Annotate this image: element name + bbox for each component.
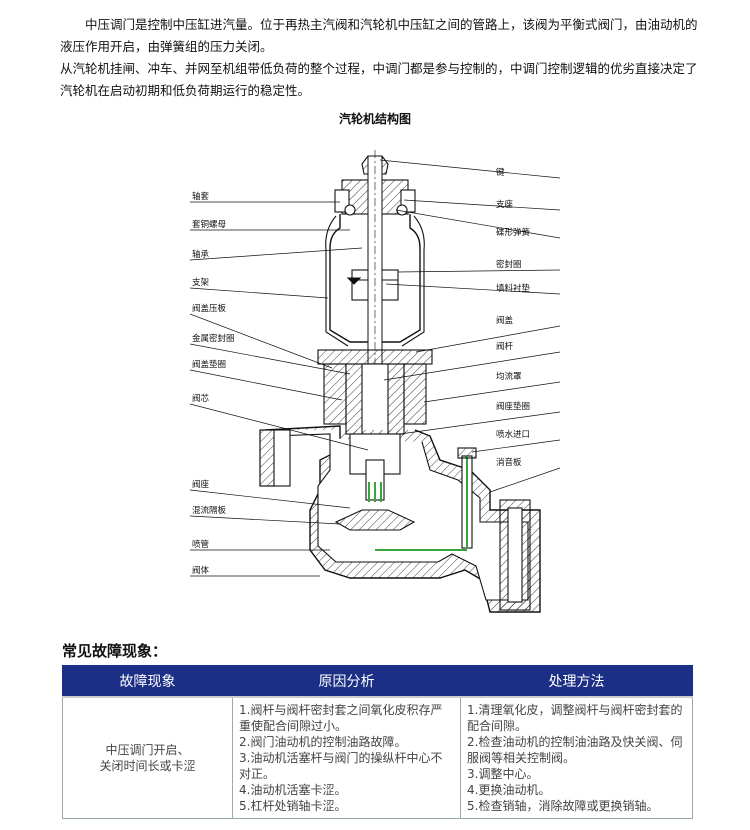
header-symptom: 故障现象: [62, 665, 233, 698]
header-remedy: 处理方法: [460, 665, 693, 698]
intro-paragraph-1: 中压调门是控制中压缸进汽量。位于再热主汽阀和汽轮机中压缸之间的管路上，该阀为平衡…: [60, 17, 698, 54]
figure-title: 汽轮机结构图: [338, 112, 411, 126]
cause-item: 4.油动机活塞卡涩。: [239, 783, 347, 797]
cause-item: 2.阀门油动机的控制油路故障。: [239, 735, 407, 749]
intro-paragraph-2: 从汽轮机挂闸、冲车、并网至机组带低负荷的整个过程，中调门都是参与控制的，中调门控…: [60, 61, 698, 98]
label-right-10: 消音板: [496, 457, 522, 468]
fault-table-header: 故障现象 原因分析 处理方法: [62, 665, 693, 698]
diagram-labels-left: 轴套 套铜螺母 轴承 支架 阀盖压板 金属密封圈 阀盖垫圈 阀芯 阀座 混流隔板…: [192, 191, 235, 576]
intro-text: 中压调门是控制中压缸进汽量。位于再热主汽阀和汽轮机中压缸之间的管路上，该阀为平衡…: [60, 14, 700, 102]
label-right-0: 键: [496, 167, 505, 178]
remedy-item: 5.检查销轴，消除故障或更换销轴。: [467, 799, 659, 813]
leader-lines: [190, 159, 560, 577]
remedy-item: 1.清理氧化皮，调整阀杆与阀杆密封套的配合间隙。: [467, 703, 683, 733]
cause-item: 1.阀杆与阀杆密封套之间氧化皮积存严重使配合间隙过小。: [239, 703, 443, 733]
diagram-labels-right: 键 支座 碟形弹簧 密封圈 填料衬垫 阀盖 阀杆 均流罩 阀座垫圈 喷水进口 消…: [496, 167, 531, 468]
label-right-7: 均流罩: [496, 371, 522, 382]
fault-section-title: 常见故障现象：: [62, 642, 168, 660]
label-right-3: 密封圈: [496, 259, 522, 270]
remedy-item: 3.调整中心。: [467, 767, 539, 781]
symptom-line-2: 关闭时间长或卡涩: [99, 759, 196, 773]
label-left-9: 混流隔板: [192, 505, 227, 516]
label-left-4: 阀盖压板: [192, 303, 227, 314]
label-left-11: 阀体: [192, 565, 210, 576]
symptom-line-1: 中压调门开启、: [105, 743, 190, 757]
label-right-9: 喷水进口: [496, 429, 530, 440]
cause-cell: 1.阀杆与阀杆密封套之间氧化皮积存严重使配合间隙过小。 2.阀门油动机的控制油路…: [232, 696, 461, 819]
label-left-10: 喷管: [192, 539, 209, 550]
label-right-5: 阀盖: [496, 315, 514, 326]
label-right-8: 阀座垫圈: [496, 401, 530, 412]
remedy-item: 4.更换油动机。: [467, 783, 551, 797]
label-left-8: 阀座: [192, 479, 210, 490]
label-right-1: 支座: [496, 199, 514, 210]
valve-diagram: 轴套 套铜螺母 轴承 支架 阀盖压板 金属密封圈 阀盖垫圈 阀芯 阀座 混流隔板…: [190, 150, 560, 613]
label-right-4: 填料衬垫: [496, 283, 531, 294]
remedy-item: 2.检查油动机的控制油油路及快关阀、伺服阀等相关控制阀。: [467, 735, 683, 765]
label-left-6: 阀盖垫圈: [192, 359, 226, 370]
fault-table: 故障现象 原因分析 处理方法 中压调门开启、 关闭时间长或卡涩 1.阀杆与阀杆密…: [62, 665, 693, 819]
table-row: 中压调门开启、 关闭时间长或卡涩 1.阀杆与阀杆密封套之间氧化皮积存严重使配合间…: [62, 696, 693, 819]
label-left-2: 轴承: [192, 249, 210, 260]
label-right-6: 阀杆: [496, 341, 514, 352]
label-left-0: 轴套: [192, 191, 210, 202]
valve-drawing: [259, 150, 541, 613]
label-left-5: 金属密封圈: [192, 333, 235, 344]
remedy-cell: 1.清理氧化皮，调整阀杆与阀杆密封套的配合间隙。 2.检查油动机的控制油油路及快…: [460, 696, 693, 819]
header-cause: 原因分析: [232, 665, 461, 698]
symptom-cell: 中压调门开启、 关闭时间长或卡涩: [62, 696, 233, 819]
label-left-3: 支架: [192, 277, 210, 288]
cause-item: 5.杠杆处销轴卡涩。: [239, 799, 347, 813]
label-right-2: 碟形弹簧: [496, 227, 531, 238]
label-left-7: 阀芯: [192, 393, 210, 404]
cause-item: 3.油动机活塞杆与阀门的操纵杆中心不对正。: [239, 751, 443, 781]
label-left-1: 套铜螺母: [192, 219, 226, 230]
